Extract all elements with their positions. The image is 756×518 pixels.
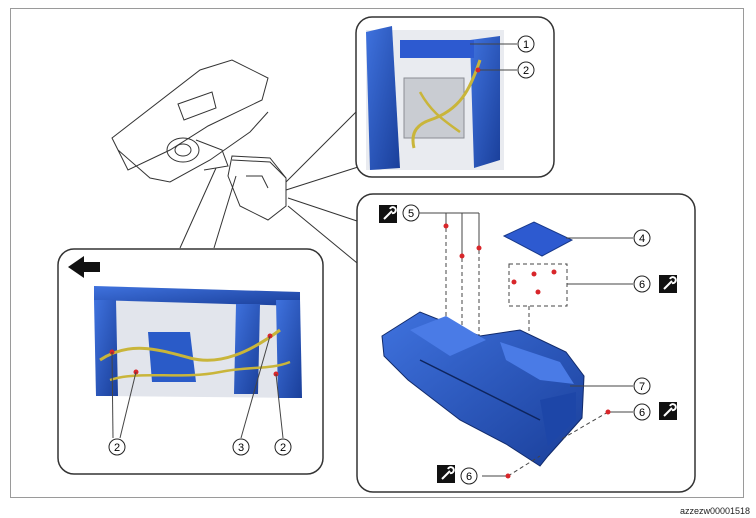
figure-frame [10, 8, 744, 498]
callout-2-label: 2 [114, 442, 120, 454]
callout-6: 6 [633, 403, 651, 421]
tray-part [502, 221, 574, 257]
center-console-body [381, 311, 585, 467]
upper-detail-console [366, 26, 504, 170]
wrench-icon [379, 205, 397, 223]
callout-4: 4 [633, 229, 651, 247]
screw-group-box [508, 263, 568, 307]
callout-2: 2 [517, 61, 535, 79]
callout-6: 6 [460, 467, 478, 485]
callout-5: 5 [402, 204, 420, 222]
callout-2-label: 2 [280, 442, 286, 454]
callout-2: 2 [108, 438, 126, 456]
front-arrow-icon [68, 256, 100, 278]
callout-7-label: 7 [639, 381, 645, 393]
callout-5-label: 5 [408, 208, 414, 220]
callout-2-label: 2 [523, 65, 529, 77]
wrench-icon [659, 275, 677, 293]
wrench-icon [437, 465, 455, 483]
callout-7: 7 [633, 377, 651, 395]
figure-reference-code: azzezw00001518 [679, 506, 750, 516]
callout-1: 1 [517, 35, 535, 53]
callout-3-label: 3 [238, 442, 244, 454]
callout-6-label: 6 [639, 279, 645, 291]
upper-leaders [470, 43, 517, 71]
wrench-icon [659, 402, 677, 420]
dashboard-outline [111, 59, 287, 221]
callout-4-label: 4 [639, 233, 645, 245]
lower-left-console [94, 286, 302, 398]
screws [511, 269, 557, 295]
callout-1-label: 1 [523, 39, 529, 51]
callout-3: 3 [232, 438, 250, 456]
callout-2: 2 [274, 438, 292, 456]
callout-6-label: 6 [639, 407, 645, 419]
callout-6: 6 [633, 275, 651, 293]
lower-screws [482, 409, 633, 479]
lower-left-leaders [111, 335, 284, 439]
callout-6-label: 6 [466, 471, 472, 483]
